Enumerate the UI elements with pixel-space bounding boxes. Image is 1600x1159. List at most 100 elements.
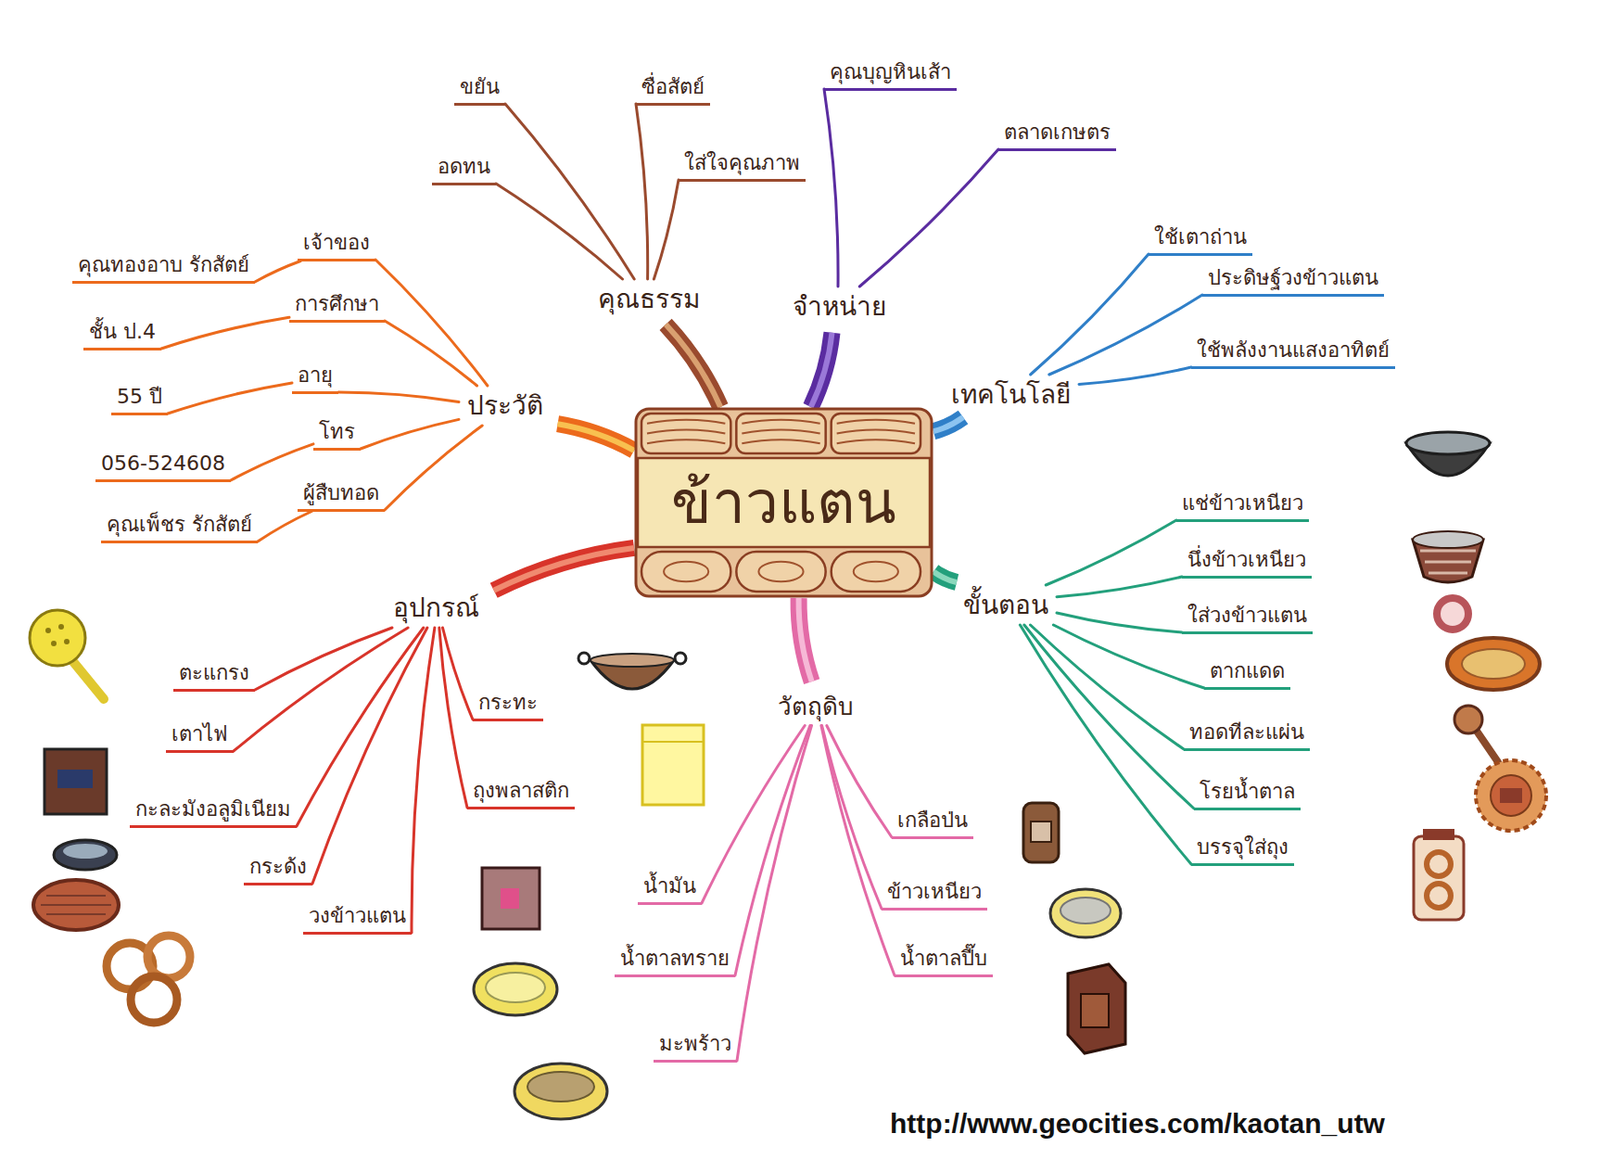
topic-text: ใช้เตาถ่าน (1154, 224, 1247, 251)
topic-text: อดทน (437, 153, 491, 180)
main-branch (811, 332, 833, 407)
soak-bowl-icon-part (1406, 431, 1490, 455)
salt-jar-icon-part (1030, 821, 1052, 842)
leaf-topic: 056-524608 (95, 448, 231, 483)
topic-text: คุณเพ็ชร รักสัตย์ (106, 511, 253, 538)
strainer-ladle-icon-part (45, 627, 51, 634)
sticky-rice-bowl-icon-part (1060, 897, 1111, 924)
oil-box-icon-part (500, 888, 520, 909)
sub-branch (653, 179, 679, 280)
drying-tray-icon-part (1461, 648, 1525, 679)
stove-icon-part (44, 749, 107, 814)
packed-bag-icon-part (1426, 883, 1451, 908)
sugar-plate-icon-part (473, 963, 558, 1016)
wok-icon-part (578, 652, 590, 664)
topic-text: น้ำตาลปี๊บ (900, 945, 988, 972)
leaf-topic: ตากแดด (1204, 656, 1291, 690)
cracker-texture (647, 430, 725, 434)
rice-ring-icon-part (1436, 597, 1469, 630)
topic-text: ประวัติ (467, 389, 544, 422)
sub-branch (233, 627, 408, 751)
sub-branch (1019, 624, 1192, 864)
topic-text: คุณธรรม (597, 282, 700, 316)
topic-text: ขั้นตอน (963, 588, 1049, 622)
steamer-icon (1412, 531, 1484, 583)
topic-text: น้ำตาลทราย (620, 945, 730, 972)
sub-branch (735, 725, 811, 977)
sub-branch (360, 419, 459, 449)
cracker-texture (741, 419, 820, 424)
leaf-topic: ใส่ใจคุณภาพ (678, 148, 806, 182)
leaf-topic: น้ำตาลปี๊บ (894, 943, 993, 978)
cracker-rings-icon-part (130, 976, 178, 1023)
leaf-topic: เกลือป่น (891, 805, 974, 839)
topic-text: แช่ข้าวเหนียว (1181, 490, 1304, 517)
sub-branch (254, 627, 393, 690)
cracker-rings-icon-part (147, 935, 191, 978)
sub-branch (312, 627, 428, 884)
leaf-topic: กระทะ (472, 687, 544, 722)
sub-branch (1030, 624, 1185, 750)
leaf-topic: ใช้พลังงานแสงอาทิตย์ (1191, 335, 1396, 369)
leaf-topic: คุณทองอาบ รักสัตย์ (72, 250, 255, 284)
main-branch (933, 571, 957, 584)
sub-branch (254, 261, 301, 283)
topic-text: ข้าวเหนียว (887, 878, 982, 905)
stove-icon-part (57, 769, 93, 788)
leaf-topic: ซื่อสัตย์ (635, 72, 711, 106)
salt-jar-icon (1023, 802, 1059, 863)
topic-text: คุณบุญหินเส้า (829, 59, 952, 86)
topic-text: วงข้าวแตน (308, 902, 407, 929)
branch-highlight (558, 423, 635, 451)
sub-branch (1056, 576, 1182, 597)
topic-text: ใส่วงข้าวแตน (1187, 602, 1308, 629)
sticky-rice-bowl-icon (1050, 888, 1121, 938)
palm-sugar-box-icon-part (1080, 993, 1109, 1028)
cracker-piece (641, 413, 731, 454)
sub-branch (1053, 624, 1205, 688)
leaf-topic: ตะแกรง (173, 658, 255, 692)
palm-sugar-box-icon (1067, 964, 1126, 1054)
sub-branch (635, 103, 648, 280)
topic-text: นึ่งข้าวเหนียว (1187, 546, 1307, 573)
topic-text: ขยัน (459, 74, 500, 101)
steamer-icon-part (1412, 531, 1484, 548)
leaf-topic: น้ำมัน (637, 871, 702, 905)
cracker-texture (741, 439, 820, 444)
sugared-cracker-icon (1475, 760, 1547, 831)
sub-branch (384, 320, 478, 386)
topic-text: ผู้สืบทอด (303, 480, 380, 507)
topic-text: โทร (318, 419, 356, 445)
topic-text: วัตถุดิบ (777, 691, 854, 723)
topic-text: ใส่ใจคุณภาพ (684, 150, 800, 177)
strainer-ladle-icon-part (63, 638, 70, 645)
sub-branch (167, 382, 293, 414)
topic-text: ถุงพลาสติก (472, 777, 570, 804)
sub-branch (1056, 612, 1182, 633)
sugared-cracker-icon-part (1490, 774, 1532, 816)
branch-topic: ขั้นตอน (954, 584, 1057, 625)
cracker-texture (758, 561, 803, 583)
cracker-piece (831, 413, 921, 454)
cracker-texture (741, 430, 820, 434)
leaf-topic: คุณบุญหินเส้า (824, 57, 957, 91)
topic-text: กะละมังอลูมิเนียม (135, 796, 292, 823)
sub-branch (1024, 624, 1194, 809)
leaf-topic: มะพร้าว (653, 1028, 737, 1063)
leaf-topic: บรรจุใส่ถุง (1191, 832, 1295, 866)
sub-branch (495, 183, 623, 280)
strainer-ladle-icon-part (50, 640, 57, 647)
leaf-topic: นึ่งข้าวเหนียว (1181, 545, 1312, 579)
sub-branch (375, 259, 488, 386)
sub-branch (384, 425, 483, 510)
winnowing-tray-icon-part (33, 879, 119, 930)
leaf-topic: ชั้น ป.4 (83, 317, 162, 351)
sub-branch (736, 725, 813, 1062)
sub-branch (296, 627, 424, 826)
strainer-ladle-icon-part (70, 658, 104, 699)
topic-text: เกลือป่น (897, 807, 968, 834)
packed-bag-icon-part (1413, 836, 1464, 920)
branch-topic: จำหน่าย (784, 286, 895, 327)
topic-text: ตากแดด (1209, 658, 1285, 685)
